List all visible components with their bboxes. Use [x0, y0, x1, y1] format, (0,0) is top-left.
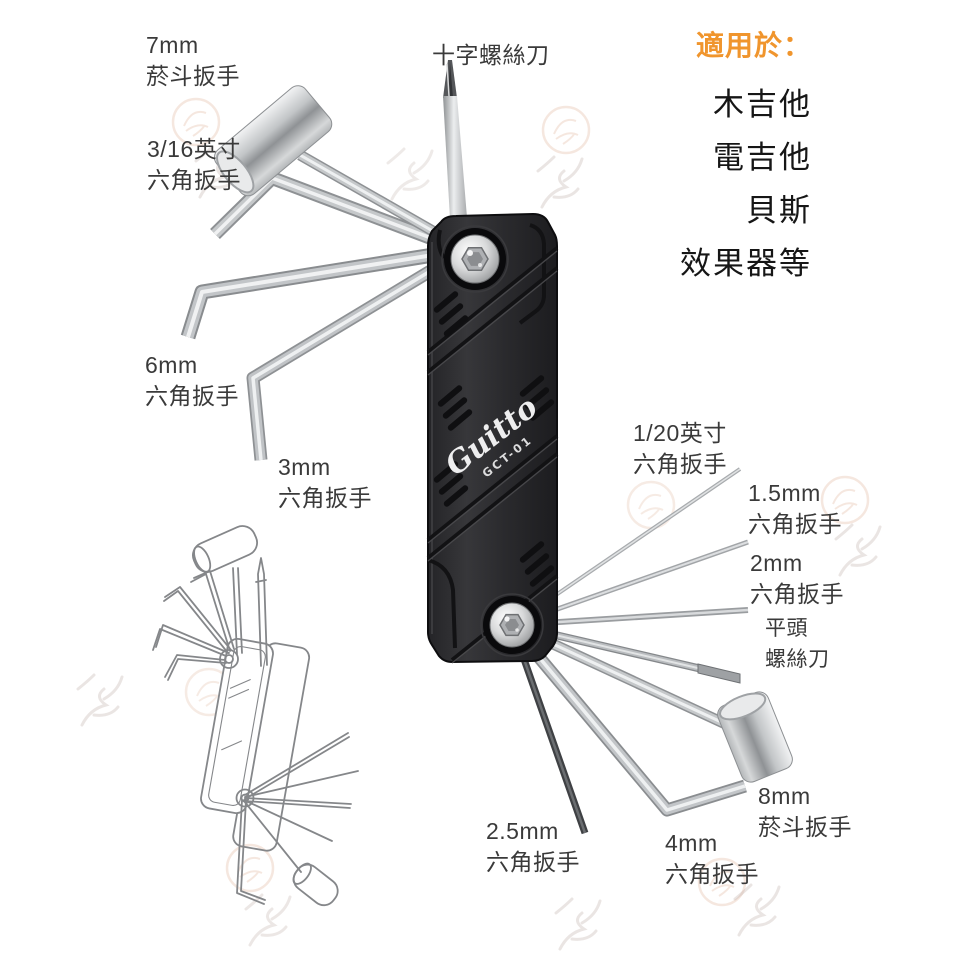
- label-line: 六角扳手: [486, 849, 580, 875]
- label-2-5mm-hex-wrench: 2.5mm 六角扳手: [486, 816, 580, 878]
- label-line: 6mm: [145, 352, 198, 378]
- label-line: 3/16英寸: [147, 136, 241, 162]
- label-phillips-screwdriver: 十字螺絲刀: [432, 40, 550, 71]
- label-line: 六角扳手: [633, 451, 727, 477]
- label-line: 平頭: [765, 617, 808, 640]
- label-line: 螺絲刀: [765, 648, 830, 671]
- label-line: 六角扳手: [748, 511, 842, 537]
- label-flathead-screwdriver: 平頭螺絲刀: [765, 613, 830, 675]
- label-line: 六角扳手: [145, 383, 239, 409]
- pipe-wrench-7mm: [213, 85, 455, 247]
- applicable-item-effects: 效果器等: [680, 246, 812, 281]
- hex-wrench-3mm: [246, 252, 456, 461]
- label-line: 六角扳手: [147, 167, 241, 193]
- label-line: 7mm: [146, 32, 199, 58]
- label-line: 4mm: [665, 830, 718, 856]
- top-pivot-screw: [441, 225, 509, 293]
- label-6mm-hex-wrench: 6mm 六角扳手: [145, 350, 239, 412]
- body-groove-lines: [426, 223, 559, 662]
- tool-body: Guitto GCT-01: [426, 212, 559, 664]
- applicable-item-bass: 貝斯: [746, 193, 812, 228]
- label-line: 2.5mm: [486, 818, 559, 844]
- label-4mm-hex-wrench: 4mm 六角扳手: [665, 828, 759, 890]
- phillips-screwdriver-blade: [443, 60, 470, 254]
- label-7mm-pipe-wrench: 7mm 菸斗扳手: [146, 30, 240, 92]
- label-line: 3mm: [278, 454, 331, 480]
- label-3mm-hex-wrench: 3mm 六角扳手: [278, 452, 372, 514]
- pipe-wrench-8mm: [509, 620, 793, 783]
- bottom-pivot-screw: [480, 593, 544, 657]
- label-line: 六角扳手: [750, 581, 844, 607]
- label-line: 2mm: [750, 550, 803, 576]
- body-groove-highlights: [427, 250, 558, 664]
- label-line: 1.5mm: [748, 480, 821, 506]
- hex-wrench-4mm: [507, 620, 747, 817]
- label-line: 菸斗扳手: [146, 63, 240, 89]
- label-8mm-pipe-wrench: 8mm 菸斗扳手: [758, 781, 852, 843]
- label-1-20-inch-hex-wrench: 1/20英寸六角扳手: [633, 418, 727, 480]
- line-drawing-sketch: [152, 525, 359, 907]
- label-line: 菸斗扳手: [758, 814, 852, 840]
- label-1-5mm-hex-wrench: 1.5mm 六角扳手: [748, 478, 842, 540]
- label-line: 十字螺絲刀: [432, 42, 550, 68]
- label-3-16-inch-hex-wrench: 3/16英寸六角扳手: [147, 134, 241, 196]
- label-2mm-hex-wrench: 2mm 六角扳手: [750, 548, 844, 610]
- applicable-item-electric-guitar: 電吉他: [713, 140, 812, 175]
- body-bar-grooves: [433, 291, 555, 587]
- label-line: 六角扳手: [665, 861, 759, 887]
- label-line: 8mm: [758, 783, 811, 809]
- label-line: 六角扳手: [278, 485, 372, 511]
- label-line: 1/20英寸: [633, 420, 727, 446]
- applicable-panel: 適用於： 木吉他 電吉他 貝斯 效果器等: [600, 24, 812, 290]
- hex-wrench-6mm: [180, 244, 454, 340]
- applicable-item-acoustic-guitar: 木吉他: [713, 87, 812, 122]
- applicable-heading: 適用於：: [695, 30, 812, 61]
